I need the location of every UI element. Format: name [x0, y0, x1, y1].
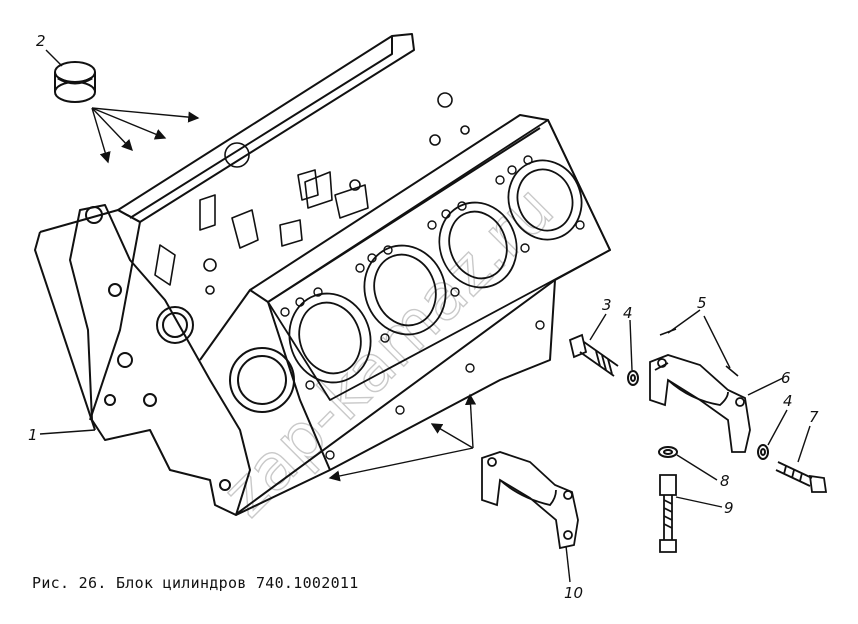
callout-7: 7: [809, 408, 819, 426]
washer-4-bottom: [757, 444, 769, 460]
washer-8: [658, 446, 678, 458]
main-bearing-cap-6: [649, 328, 751, 453]
callout-3: 3: [602, 296, 612, 314]
callout-1: 1: [28, 426, 38, 444]
callout-8: 8: [720, 472, 730, 490]
main-bearing-cap-10: [481, 451, 579, 550]
callout-10: 10: [564, 584, 583, 602]
callout-2: 2: [36, 32, 46, 50]
bolt-7: [775, 461, 828, 493]
callout-4-top: 4: [623, 304, 633, 322]
cylinder-block: [34, 33, 611, 516]
callout-9: 9: [724, 499, 734, 517]
washer-4-top: [627, 370, 639, 386]
callout-5: 5: [697, 294, 707, 312]
callout-6: 6: [781, 369, 791, 387]
callout-labels: 1 2 3 4 4 5 6 7 8 9 10: [28, 32, 819, 602]
bushing-ring: [54, 61, 96, 103]
leader-lines: [39, 49, 811, 583]
bolt-3: [568, 333, 619, 377]
callout-4-bottom: 4: [783, 392, 793, 410]
figure-caption: Рис. 26. Блок цилиндров 740.1002011: [32, 574, 359, 592]
stud-9: [659, 474, 677, 553]
